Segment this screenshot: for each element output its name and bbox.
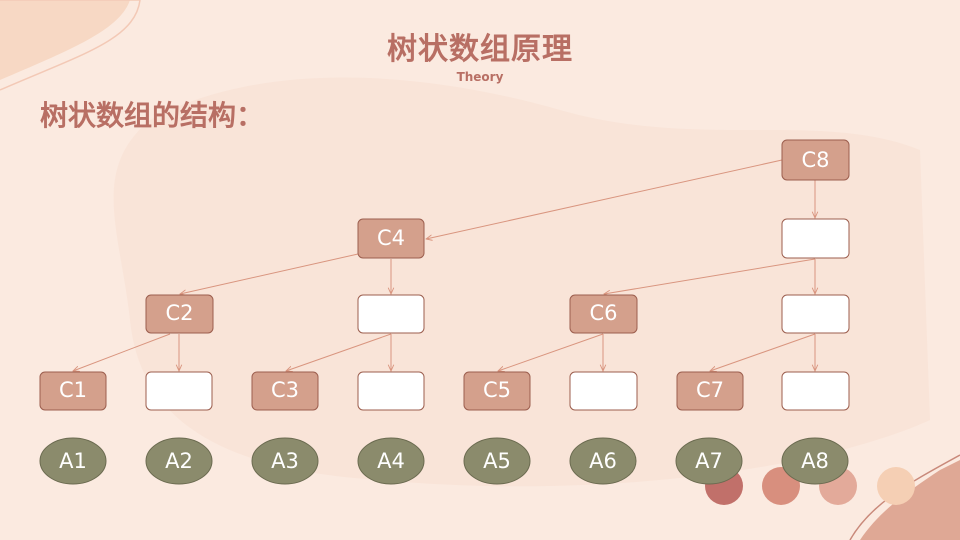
- empty-node-a2: [145, 371, 213, 411]
- node-a7: A7: [675, 437, 743, 485]
- corner-blob-top-left: [0, 0, 130, 80]
- node-c1: C1: [39, 371, 107, 411]
- node-c4: C4: [357, 218, 425, 259]
- node-a3-label: A3: [271, 449, 299, 473]
- page-subtitle: Theory: [456, 70, 504, 84]
- node-a6-label: A6: [589, 449, 617, 473]
- node-a8: A8: [781, 437, 849, 485]
- edge-c6-c5: [498, 333, 604, 371]
- node-a6: A6: [569, 437, 637, 485]
- dot-4: [877, 467, 915, 505]
- edge-l6b-c7: [710, 333, 816, 371]
- node-a3: A3: [251, 437, 319, 485]
- node-c4-label: C4: [377, 226, 405, 250]
- node-c6-label: C6: [589, 301, 617, 325]
- node-a1-label: A1: [59, 449, 87, 473]
- page-title: 树状数组原理: [387, 32, 573, 67]
- edges: [73, 159, 816, 371]
- node-c8-label: C8: [801, 148, 829, 172]
- node-a2-label: A2: [165, 449, 193, 473]
- empty-node-a4: [357, 371, 425, 411]
- node-c7: C7: [676, 371, 744, 411]
- node-a8-label: A8: [801, 449, 829, 473]
- node-a5: A5: [463, 437, 531, 485]
- node-c8: C8: [781, 139, 850, 181]
- empty-node-a6: [569, 371, 638, 411]
- edge-c4-c2: [180, 253, 359, 294]
- node-a4-label: A4: [377, 449, 405, 473]
- node-c5: C5: [463, 371, 531, 411]
- empty-node-l6b: [781, 294, 850, 334]
- empty-node-l4a: [357, 294, 425, 334]
- node-c7-label: C7: [696, 378, 724, 402]
- node-c2: C2: [145, 294, 214, 334]
- node-c2-label: C2: [165, 301, 193, 325]
- node-a1: A1: [39, 437, 107, 485]
- section-heading: 树状数组的结构：: [40, 99, 265, 132]
- empty-node-l4b: [781, 218, 850, 259]
- corner-line-top-left: [0, 0, 141, 91]
- node-c1-label: C1: [59, 378, 87, 402]
- edge-l4b-c6: [604, 258, 816, 294]
- node-c5-label: C5: [483, 378, 511, 402]
- empty-node-a8: [781, 371, 850, 411]
- edge-l4a-c3: [286, 333, 392, 371]
- edge-c2-c1: [73, 333, 171, 371]
- node-c6: C6: [569, 294, 638, 334]
- node-c3: C3: [251, 371, 319, 411]
- node-a7-label: A7: [695, 449, 723, 473]
- corner-blob-bottom-right: [860, 460, 960, 540]
- node-a4: A4: [357, 437, 425, 485]
- node-a2: A2: [145, 437, 213, 485]
- edge-c8-c4: [426, 159, 783, 239]
- node-a5-label: A5: [483, 449, 511, 473]
- node-c3-label: C3: [271, 378, 299, 402]
